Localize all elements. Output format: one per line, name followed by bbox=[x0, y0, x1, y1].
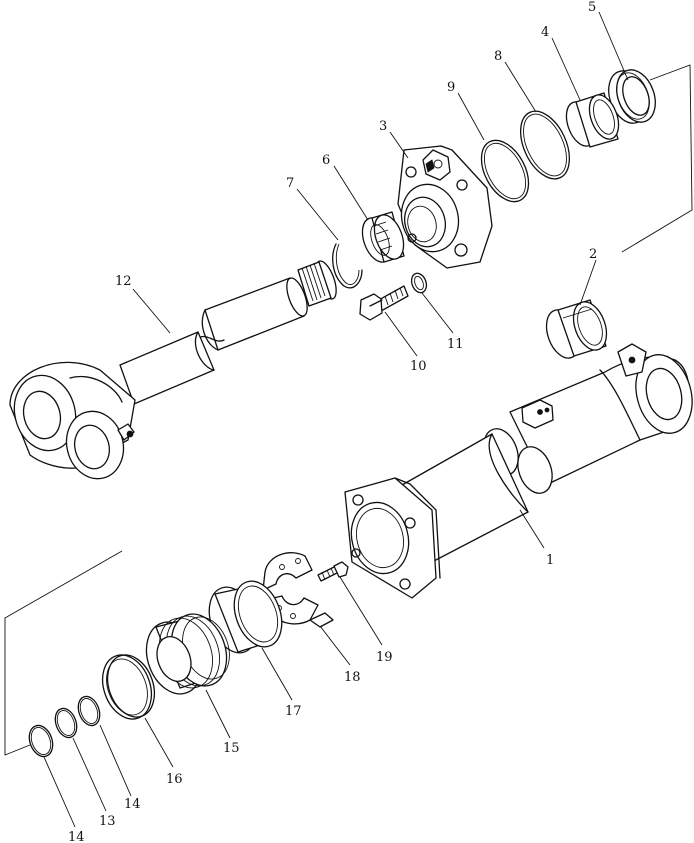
callout-7: 7 bbox=[286, 176, 294, 191]
callout-17: 17 bbox=[285, 704, 302, 719]
leader-lines bbox=[43, 11, 629, 828]
part-7-snap-ring bbox=[332, 243, 363, 289]
part-3-cylinder-head bbox=[397, 145, 493, 269]
callout-18: 18 bbox=[344, 670, 361, 685]
callout-19: 19 bbox=[376, 650, 393, 665]
part-5-wiper-ring bbox=[608, 69, 656, 124]
callout-3: 3 bbox=[379, 119, 387, 134]
part-14-backup-ring-b bbox=[28, 724, 54, 758]
part-16-piston-seal bbox=[101, 654, 156, 720]
callout-6: 6 bbox=[322, 153, 330, 168]
part-6-rod-packing bbox=[361, 211, 405, 263]
part-15-piston bbox=[145, 613, 230, 695]
callout-9: 9 bbox=[447, 80, 455, 95]
callout-1: 1 bbox=[546, 553, 554, 568]
callout-8: 8 bbox=[494, 49, 502, 64]
part-13-o-ring bbox=[54, 707, 78, 739]
part-12-piston-rod bbox=[9, 260, 337, 480]
part-2-bushing bbox=[545, 299, 608, 359]
assembly-center-lines bbox=[4, 64, 693, 756]
part-1-cylinder-tube bbox=[344, 343, 693, 599]
part-8-o-ring bbox=[519, 110, 571, 180]
part-18-split-ring bbox=[262, 552, 334, 628]
callout-4: 4 bbox=[541, 25, 549, 40]
callout-14-b: 14 bbox=[68, 830, 85, 843]
part-10-bolt bbox=[359, 285, 409, 321]
part-11-lock-washer bbox=[410, 272, 428, 294]
part-19-screw bbox=[317, 561, 349, 582]
callout-16: 16 bbox=[166, 772, 183, 787]
callout-15: 15 bbox=[223, 741, 240, 756]
part-4-bushing bbox=[565, 92, 620, 148]
callout-14-a: 14 bbox=[124, 797, 141, 812]
callout-2: 2 bbox=[589, 247, 597, 262]
callout-10: 10 bbox=[410, 359, 427, 374]
callout-12: 12 bbox=[115, 274, 132, 289]
callout-5: 5 bbox=[588, 0, 596, 15]
part-14-backup-ring-a bbox=[77, 695, 101, 727]
callout-labels: 5 4 8 9 3 6 7 12 2 11 10 1 19 18 17 15 1… bbox=[68, 0, 597, 843]
callout-13: 13 bbox=[99, 814, 116, 829]
callout-11: 11 bbox=[447, 337, 464, 352]
part-17-wear-ring bbox=[208, 580, 283, 654]
part-9-backup-ring bbox=[480, 139, 530, 203]
